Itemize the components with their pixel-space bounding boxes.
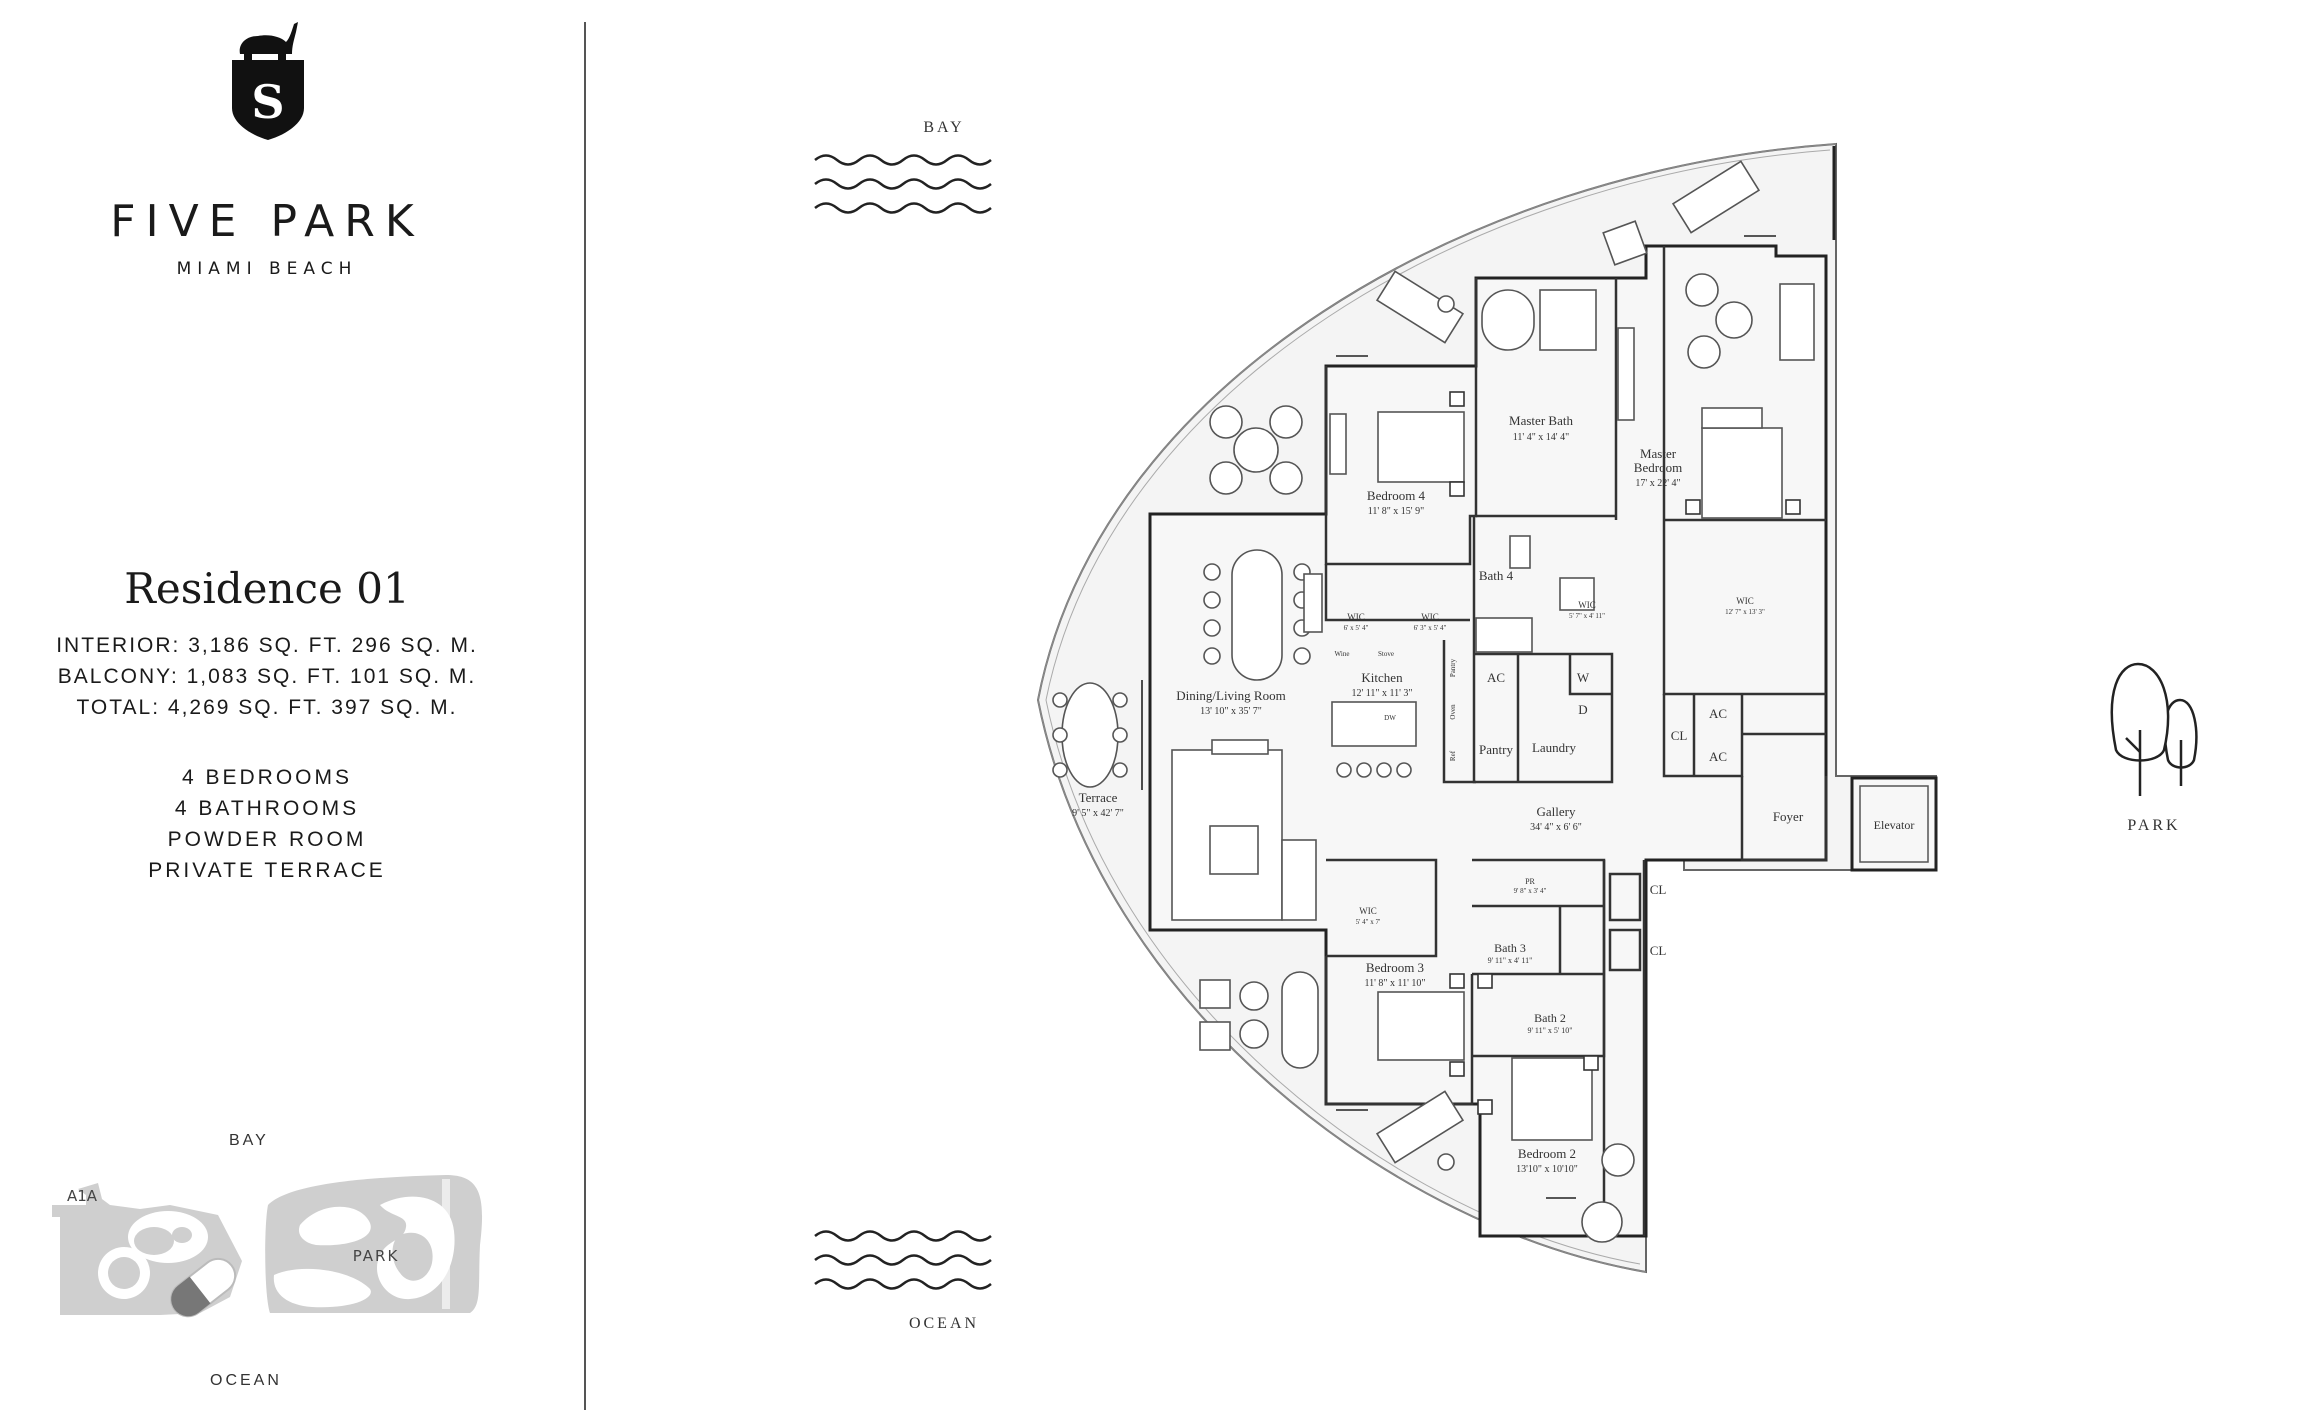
site-map-bay-label: BAY [229,1132,269,1149]
dims-wic-a: 6' x 5' 4" [1344,624,1369,632]
residence-title: Residence 01 [124,564,410,613]
elevator-box [1850,776,1938,872]
stat-interior: INTERIOR: 3,186 SQ. FT. 296 SQ. M. [56,634,478,657]
label-pr: PR [1525,877,1535,886]
info-sidebar: S FIVE PARK MIAMI BEACH Residence 01 INT… [0,0,584,1410]
stat-total: TOTAL: 4,269 SQ. FT. 397 SQ. M. [76,696,458,719]
label-bedroom-2: Bedroom 2 [1518,1146,1576,1161]
plan-park-label: PARK [2127,817,2180,834]
label-foyer: Foyer [1773,809,1804,824]
column-markers [1449,391,1801,1115]
site-map-park-label: PARK [353,1247,400,1265]
feature-terrace: PRIVATE TERRACE [148,859,386,882]
dims-wic-b: 6' 3" x 5' 4" [1414,624,1447,632]
site-map-road-label: A1A [67,1187,98,1205]
label-master-bedroom-1: Master [1640,446,1677,461]
plan-bay-label: BAY [923,119,964,136]
floor-plan: BAY OCEAN PARK [586,0,2298,1410]
label-bath-4: Bath 4 [1479,568,1514,583]
dims-wic-c: 5' 7" x 4' 11" [1569,612,1605,620]
label-wic-b: WIC [1421,612,1439,622]
dims-bath-2: 9' 11" x 5' 10" [1527,1026,1572,1035]
feature-bedrooms: 4 BEDROOMS [181,766,353,789]
label-bath-2: Bath 2 [1534,1011,1566,1025]
label-dw: DW [1384,714,1396,722]
brand-subtitle: MIAMI BEACH [176,259,358,279]
dims-gallery: 34' 4" x 6' 6" [1530,822,1582,833]
label-wic-c: WIC [1578,600,1596,610]
dims-master-bedroom: 17' x 22' 4" [1635,478,1680,489]
label-cl-1: CL [1671,728,1688,743]
dims-wic-master: 12' 7" x 13' 3" [1725,608,1765,616]
label-washer: W [1577,670,1590,685]
dims-dining-living: 13' 10" x 35' 7" [1200,706,1262,717]
label-stove: Stove [1378,650,1394,658]
label-oven: Oven [1449,704,1457,720]
terrace-arrows [1141,235,1776,1199]
label-pantry-small: Pantry [1449,658,1457,677]
label-dining-living: Dining/Living Room [1176,688,1285,703]
feature-powder-room: POWDER ROOM [167,828,367,851]
label-dryer: D [1578,702,1587,717]
site-map-ocean-label: OCEAN [210,1372,282,1389]
label-cl-2: CL [1650,882,1667,897]
label-ac-1: AC [1487,670,1505,685]
label-laundry: Laundry [1532,740,1577,755]
sidebar-divider [584,22,586,1410]
five-park-logo: S [228,20,308,142]
label-bedroom-4: Bedroom 4 [1367,488,1426,503]
label-master-bedroom-2: Bedroom [1634,460,1682,475]
label-wic-master: WIC [1736,596,1754,606]
label-master-bath: Master Bath [1509,413,1573,428]
logo-letter: S [251,75,284,129]
bay-waves-icon [814,154,992,214]
dims-bedroom-3: 11' 8" x 11' 10" [1364,978,1425,989]
dims-wic-b3: 5' 4" x 7' [1356,918,1381,926]
stat-balcony: BALCONY: 1,083 SQ. FT. 101 SQ. M. [57,665,477,688]
dims-terrace: 9' 5" x 42' 7" [1072,808,1124,819]
site-location-map: A1A PARK [50,1165,490,1325]
label-ac-2: AC [1709,706,1727,721]
label-pantry: Pantry [1479,742,1513,757]
label-bedroom-3: Bedroom 3 [1366,960,1424,975]
label-elevator: Elevator [1874,818,1915,832]
label-wine: Wine [1335,650,1350,658]
label-gallery: Gallery [1537,804,1576,819]
ocean-waves-icon [814,1230,992,1290]
dims-master-bath: 11' 4" x 14' 4" [1513,432,1569,443]
dims-pr: 9' 8" x 3' 4" [1514,887,1547,895]
feature-bathrooms: 4 BATHROOMS [174,797,360,820]
feature-list: 4 BEDROOMS 4 BATHROOMS POWDER ROOM PRIVA… [0,762,534,886]
dims-bedroom-2: 13'10" x 10'10" [1516,1164,1578,1175]
label-ac-3: AC [1709,749,1727,764]
label-wic-b3: WIC [1359,906,1377,916]
label-ref: Ref [1449,750,1457,761]
dims-kitchen: 12' 11" x 11' 3" [1351,688,1412,699]
dims-bedroom-4: 11' 8" x 15' 9" [1368,506,1424,517]
park-tree-icon [2110,662,2198,796]
dims-bath-3: 9' 11" x 4' 11" [1488,956,1533,965]
interior-walls [1324,246,1828,1236]
label-kitchen: Kitchen [1361,670,1403,685]
label-cl-3: CL [1650,943,1667,958]
brand-name: FIVE PARK [110,196,424,247]
plan-ocean-label: OCEAN [909,1315,979,1332]
label-bath-3: Bath 3 [1494,941,1526,955]
area-stats: INTERIOR: 3,186 SQ. FT. 296 SQ. M. BALCO… [0,630,534,723]
label-wic-a: WIC [1347,612,1365,622]
label-terrace: Terrace [1079,790,1118,805]
furniture [1052,160,1815,1243]
